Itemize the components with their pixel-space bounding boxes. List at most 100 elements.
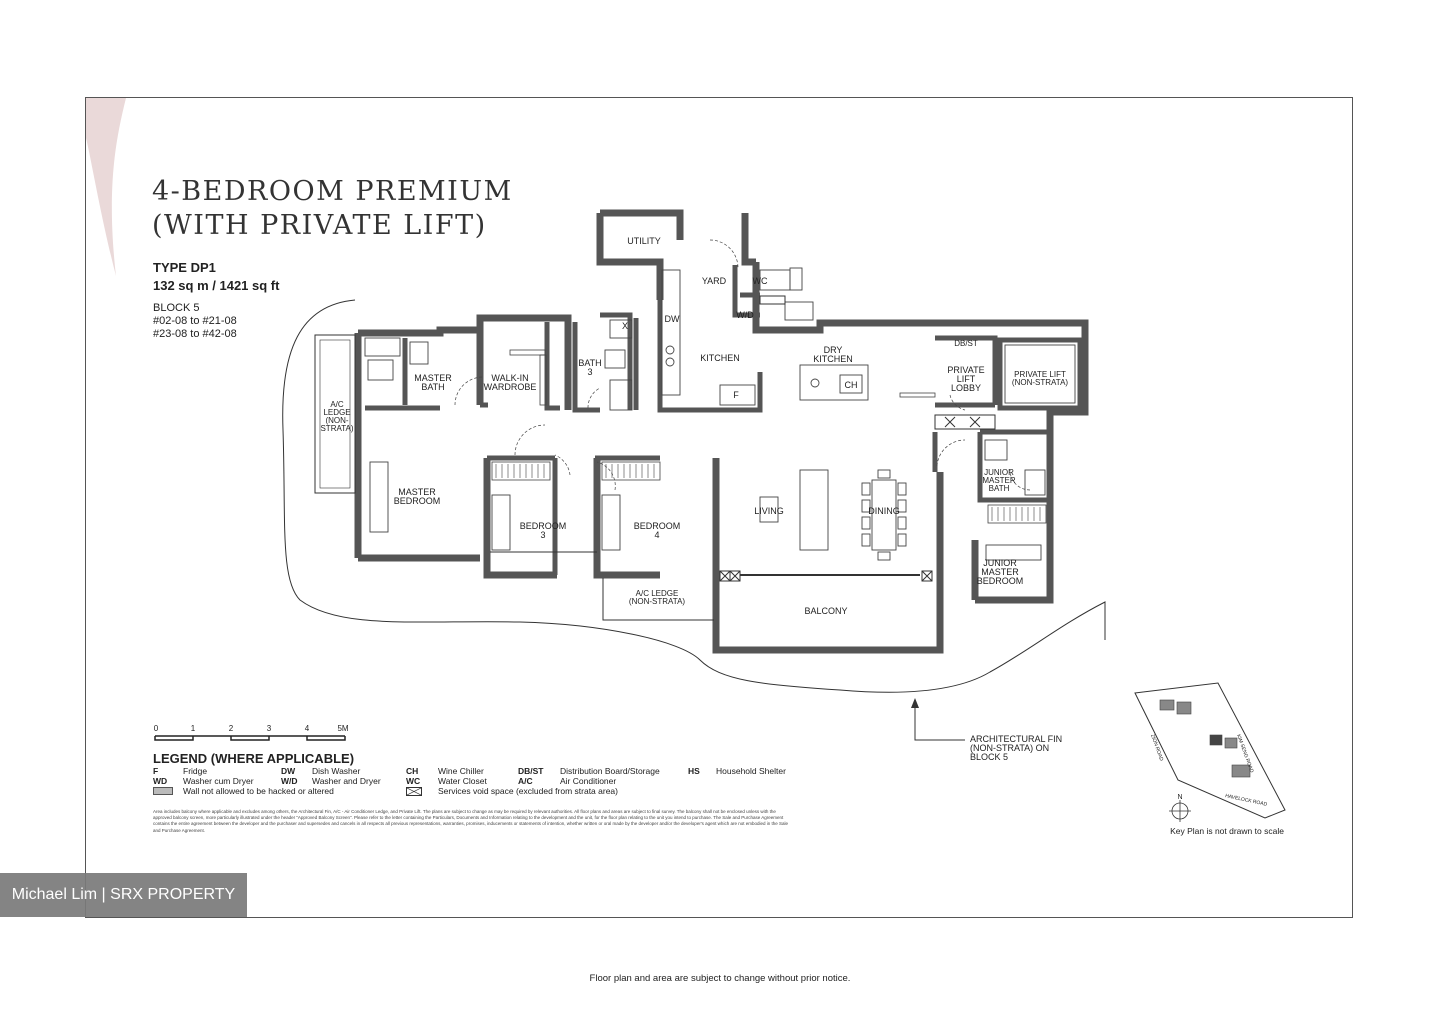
legend-dw-code: DW <box>281 766 296 776</box>
fine-print: Area includes balcony where applicable a… <box>153 809 788 833</box>
interior-walls <box>365 265 1083 575</box>
label-bath3-1: BATH <box>578 358 601 368</box>
label-master-bed-1: MASTER <box>398 487 436 497</box>
label-jm-bed-3: BEDROOM <box>977 576 1024 586</box>
legend-dw-text: Dish Washer <box>312 766 361 776</box>
label-bed3-1: BEDROOM <box>520 521 567 531</box>
legend-f-code: F <box>153 766 159 776</box>
label-lobby-1: PRIVATE <box>947 365 984 375</box>
scale-tick-3: 3 <box>267 724 272 733</box>
label-bed3-2: 3 <box>540 530 545 540</box>
bottom-disclaimer: Floor plan and area are subject to chang… <box>589 973 851 984</box>
legend-wd2-code: W/D <box>281 776 298 786</box>
legend-wall-text: Wall not allowed to be hacked or altered <box>183 786 334 796</box>
ac-ledge-left <box>314 334 356 494</box>
label-x: X <box>622 321 628 331</box>
unit-block: BLOCK 5 <box>153 302 200 314</box>
label-bed4-2: 4 <box>654 530 659 540</box>
label-jm-bath-1: JUNIOR <box>984 468 1014 477</box>
keyplan-note: Key Plan is not drawn to scale <box>1170 826 1284 836</box>
unit-type: TYPE DP1 <box>153 260 216 275</box>
label-master-bath-1: MASTER <box>414 373 452 383</box>
scale-tick-2: 2 <box>229 724 234 733</box>
services-void-boxes <box>719 295 996 582</box>
label-ac-ledge2-2: (NON-STRATA) <box>629 597 685 606</box>
ac-ledge-bottom <box>602 578 714 621</box>
unit-range-1: #02-08 to #21-08 <box>153 315 237 327</box>
legend-ch-text: Wine Chiller <box>438 766 484 776</box>
label-fridge: F <box>733 390 739 400</box>
label-walkin-2: WARDROBE <box>484 382 537 392</box>
decorative-swoosh <box>86 98 126 276</box>
label-bed4-1: BEDROOM <box>634 521 681 531</box>
label-dry-kitchen-2: KITCHEN <box>813 354 853 364</box>
legend-ac-code: A/C <box>518 776 533 786</box>
scale-tick-0: 0 <box>154 724 159 733</box>
legend-void-swatch <box>406 787 422 796</box>
fin-note-1: ARCHITECTURAL FIN <box>970 734 1062 744</box>
label-ac-ledge-2: LEDGE <box>323 408 350 417</box>
key-plan: KIM SENG ROAD ZION ROAD HAVELOCK ROAD N … <box>1134 682 1286 836</box>
north-label: N <box>1177 794 1182 801</box>
outer-walls <box>354 209 1089 654</box>
legend-wc-code: WC <box>406 776 421 786</box>
legend-f-text: Fridge <box>183 766 208 776</box>
furniture <box>364 267 1076 561</box>
fin-note-2: (NON-STRATA) ON <box>970 743 1049 753</box>
legend-wd2-text: Washer and Dryer <box>312 776 381 786</box>
label-master-bath-2: BATH <box>421 382 444 392</box>
door-swings <box>454 239 1031 491</box>
label-ac-ledge2-1: A/C LEDGE <box>636 589 679 598</box>
label-wc: WC <box>753 276 768 286</box>
legend-wd-code: WD <box>153 776 168 786</box>
label-utility: UTILITY <box>627 236 661 246</box>
legend-ch-code: CH <box>406 766 419 776</box>
wardrobe-hatching <box>495 464 1041 521</box>
label-kitchen: KITCHEN <box>700 353 740 363</box>
legend-wall-swatch <box>153 787 173 795</box>
label-private-lift-1: PRIVATE LIFT <box>1014 370 1066 379</box>
label-master-bed-2: BEDROOM <box>394 496 441 506</box>
legend-void-text: Services void space (excluded from strat… <box>438 786 618 796</box>
unit-area: 132 sq m / 1421 sq ft <box>153 278 280 293</box>
scale-tick-5: 5M <box>337 724 348 733</box>
label-walkin-1: WALK-IN <box>491 373 528 383</box>
label-bath3-2: 3 <box>587 367 592 377</box>
scale-tick-1: 1 <box>191 724 196 733</box>
legend-dbst-text: Distribution Board/Storage <box>560 766 660 776</box>
label-lobby-3: LOBBY <box>951 383 981 393</box>
label-wd: W/D <box>736 310 754 320</box>
label-dw: DW <box>665 314 680 324</box>
beds <box>369 461 1042 561</box>
label-jm-bath-2: MASTER <box>982 476 1016 485</box>
label-jm-bath-3: BATH <box>989 484 1010 493</box>
label-yard: YARD <box>702 276 727 286</box>
label-dry-kitchen-1: DRY <box>824 345 843 355</box>
scale-tick-4: 4 <box>305 724 310 733</box>
fin-note-3: BLOCK 5 <box>970 752 1008 762</box>
label-ac-ledge-3: (NON- <box>325 416 348 425</box>
label-dining: DINING <box>868 506 900 516</box>
label-jm-bed-1: JUNIOR <box>983 558 1017 568</box>
unit-range-2: #23-08 to #42-08 <box>153 328 237 340</box>
label-ac-ledge-4: STRATA) <box>320 424 353 433</box>
label-lobby-2: LIFT <box>957 374 976 384</box>
plan-title-line1: 4-BEDROOM PREMIUM <box>152 176 513 207</box>
legend-hs-code: HS <box>688 766 700 776</box>
ac-ledge-left-inner <box>319 339 351 489</box>
legend-ac-text: Air Conditioner <box>560 776 617 786</box>
legend-dbst-code: DB/ST <box>518 766 544 776</box>
plan-sheet <box>85 97 1353 918</box>
legend-wd-text: Washer cum Dryer <box>183 776 254 786</box>
fin-pointer-line <box>914 700 965 741</box>
wardrobes <box>491 349 1047 524</box>
legend-hs-text: Household Shelter <box>716 766 786 776</box>
watermark-banner: Michael Lim | SRX PROPERTY <box>0 873 247 917</box>
label-balcony: BALCONY <box>804 606 847 616</box>
label-living: LIVING <box>754 506 784 516</box>
label-ac-ledge-1: A/C <box>330 400 344 409</box>
label-wine-chiller: CH <box>845 380 858 390</box>
keyplan-road-3: HAVELOCK ROAD <box>1225 793 1268 808</box>
plan-title-line2: (WITH PRIVATE LIFT) <box>152 210 487 241</box>
